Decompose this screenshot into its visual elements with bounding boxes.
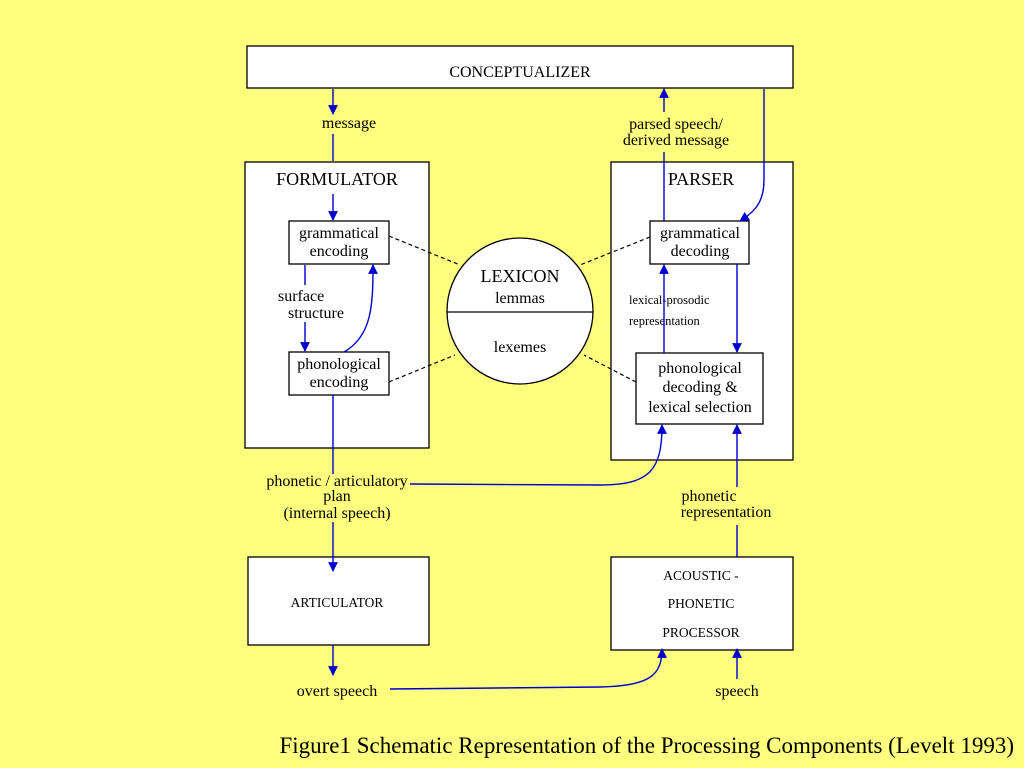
phonetic-plan-line3: (internal speech) xyxy=(283,505,390,522)
phonetic-representation-line2: representation xyxy=(681,504,772,521)
lexicon-link-gd xyxy=(579,236,651,266)
grammatical-decoding-line2: decoding xyxy=(671,243,730,260)
lexicon-link-pd xyxy=(583,354,637,383)
acoustic-line3: PROCESSOR xyxy=(662,625,739,640)
conceptualizer-box xyxy=(246,45,794,89)
formulator-box xyxy=(244,161,430,449)
articulator-label: ARTICULATOR xyxy=(291,595,384,610)
phonological-encoding-line2: encoding xyxy=(310,374,369,391)
lexicon-lemmas: lemmas xyxy=(495,290,545,307)
surface-structure-line1: surface xyxy=(278,288,324,305)
figure-caption: Figure1 Schematic Representation of the … xyxy=(279,733,1014,758)
grammatical-encoding-line1: grammatical xyxy=(299,225,380,242)
arrow-plan-to-phonological-decoding xyxy=(409,424,667,486)
phonological-encoding-line1: phonological xyxy=(297,356,381,373)
acoustic-processor-box xyxy=(610,556,794,651)
phonological-decoding-line2: decoding & xyxy=(662,379,738,396)
phonetic-plan-line1: phonetic / articulatory xyxy=(266,473,407,490)
lexical-prosodic-line2: representation xyxy=(629,314,701,328)
overt-speech-label: overt speech xyxy=(297,683,377,700)
grammatical-encoding-line2: encoding xyxy=(310,243,369,260)
phonetic-plan-line2: plan xyxy=(323,488,351,505)
speech-label: speech xyxy=(715,683,759,700)
message-label: message xyxy=(322,115,376,132)
phonological-decoding-line1: phonological xyxy=(658,360,742,377)
phonological-decoding-box xyxy=(635,352,764,425)
acoustic-line2: PHONETIC xyxy=(668,596,735,611)
lexicon-lexemes: lexemes xyxy=(494,339,546,356)
parsed-speech-line2: derived message xyxy=(623,132,729,149)
acoustic-line1: ACOUSTIC - xyxy=(663,568,739,583)
grammatical-encoding-box xyxy=(288,220,390,265)
lexicon-title: LEXICON xyxy=(481,266,560,286)
lexical-prosodic-line1: lexical-prosodic xyxy=(629,293,710,307)
formulator-label: FORMULATOR xyxy=(276,169,398,189)
parser-label: PARSER xyxy=(668,169,734,189)
grammatical-decoding-box xyxy=(649,220,750,265)
conceptualizer-label: CONCEPTUALIZER xyxy=(449,64,591,81)
parsed-speech-line1: parsed speech/ xyxy=(629,116,723,133)
phonological-encoding-box xyxy=(288,351,390,396)
phonological-decoding-line3: lexical selection xyxy=(648,399,752,416)
arrow-pe-back-to-ge xyxy=(343,264,378,353)
arrow-overt-to-acoustic xyxy=(389,648,667,690)
arrow-conceptualizer-to-gd xyxy=(739,89,765,222)
phonetic-representation-line1: phonetic xyxy=(681,488,736,505)
grammatical-decoding-line1: grammatical xyxy=(660,225,741,242)
lexicon-link-ge xyxy=(388,235,461,266)
surface-structure-line2: structure xyxy=(288,305,344,322)
lexicon-circle xyxy=(446,237,594,385)
articulator-box xyxy=(247,556,430,646)
lexicon-link-pe xyxy=(388,354,456,383)
